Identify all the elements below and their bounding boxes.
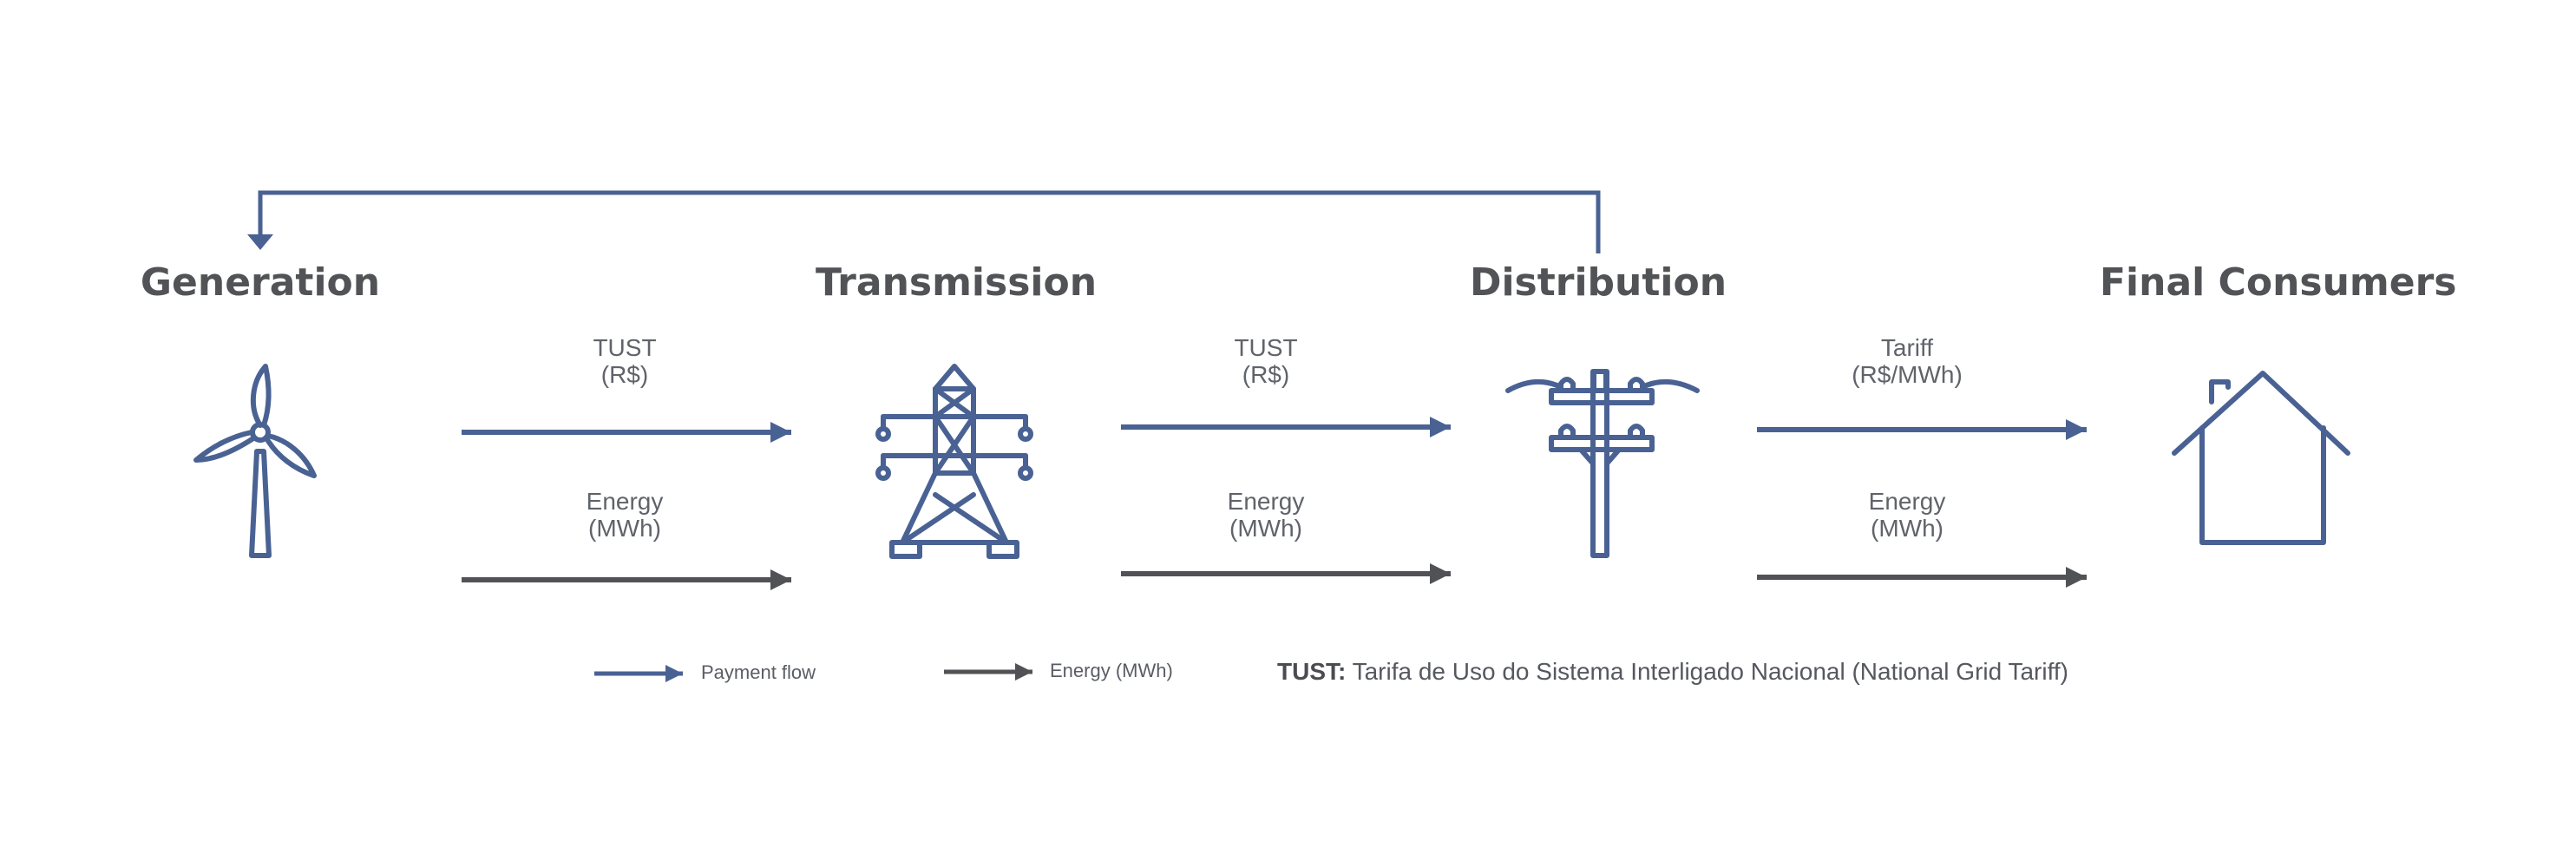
house-icon [2172,371,2350,545]
wind-turbine-icon [193,364,317,558]
payment-label-gen-trans: TUST (R$) [512,334,737,388]
legend-payment-label: Payment flow [701,661,816,683]
payment-label-line2: (R$) [600,361,649,388]
utility-pole-icon [1505,369,1700,558]
energy-label-line2: (MWh) [1871,515,1943,542]
energy-label-line1: Energy [586,488,664,515]
payment-label-line1: TUST [593,334,657,361]
payment-label-line1: Tariff [1880,334,1934,361]
stage-title-final-consumers: Final Consumers [2100,260,2457,305]
stage-title-generation: Generation [140,260,381,305]
energy-label-line1: Energy [1868,488,1946,515]
energy-label-dist-cons: Energy (MWh) [1794,488,2020,542]
payment-label-line2: (R$) [1242,361,1290,388]
transmission-tower-icon [875,364,1033,559]
payment-label-trans-dist: TUST (R$) [1153,334,1379,388]
legend-energy-label: Energy (MWh) [1050,660,1173,681]
energy-label-trans-dist: Energy (MWh) [1153,488,1379,542]
stage-title-distribution: Distribution [1469,260,1727,305]
return-payment-arrowhead [247,234,273,250]
energy-label-line2: (MWh) [588,515,661,542]
footnote-definition: Tarifa de Uso do Sistema Interligado Nac… [1346,658,2068,685]
stage-title-transmission: Transmission [816,260,1098,305]
energy-label-line2: (MWh) [1229,515,1302,542]
return-payment-arrow [258,190,1601,253]
tust-footnote: TUST: Tarifa de Uso do Sistema Interliga… [1277,658,2068,686]
energy-label-gen-trans: Energy (MWh) [512,488,737,542]
payment-label-line2: (R$/MWh) [1852,361,1963,388]
footnote-term: TUST: [1277,658,1347,685]
payment-label-dist-cons: Tariff (R$/MWh) [1794,334,2020,388]
energy-label-line1: Energy [1227,488,1305,515]
payment-label-line1: TUST [1234,334,1298,361]
